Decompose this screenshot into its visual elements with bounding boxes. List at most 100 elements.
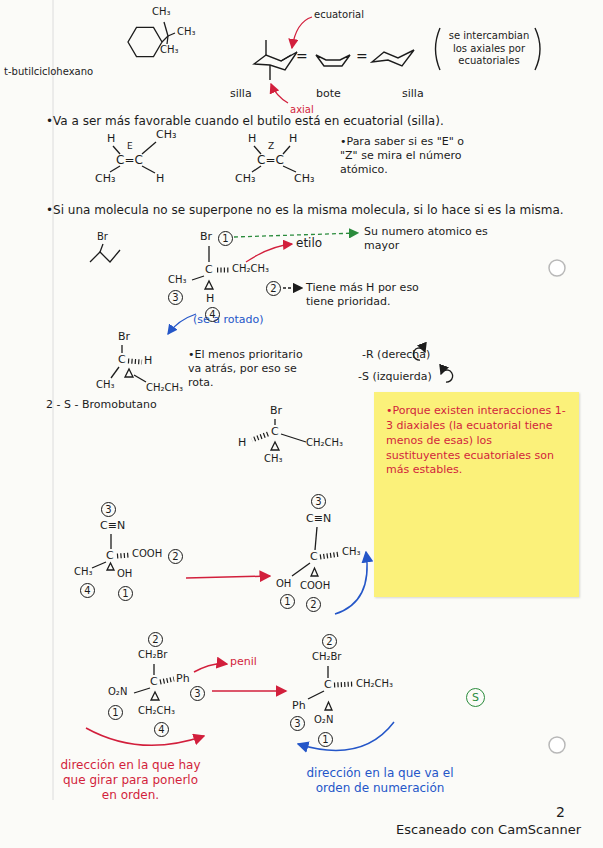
side-note: se intercambian los axiales por ecuatori… (444, 30, 534, 68)
rotation-arrows (212, 690, 286, 692)
priority-circle: 3 (290, 716, 305, 731)
molecule-bonds (125, 369, 133, 377)
atom-label: CH₃ (168, 274, 187, 287)
molecule-bonds (311, 568, 318, 576)
conformer-leaders (271, 84, 288, 103)
molecule-bonds (208, 246, 209, 262)
molecule-bonds (217, 268, 230, 273)
group-name: etilo (296, 236, 322, 251)
atom-label: CH₃ (74, 566, 93, 579)
molecule-bonds (117, 555, 130, 556)
molecule-bonds (292, 563, 310, 576)
molecule-bonds (320, 554, 340, 557)
cyclohexane-structure (128, 27, 162, 56)
sticky-note-text: •Porque existen interacciones 1-3 diaxia… (386, 404, 566, 476)
priority-number: 2 (270, 284, 276, 294)
alkene-bonds (142, 166, 155, 173)
atom-label: CH₃ (160, 44, 179, 57)
atom-label: COOH (132, 548, 162, 561)
priority-circle: 3 (190, 686, 205, 701)
molecule-bonds (281, 434, 306, 442)
molecule-bonds (308, 691, 324, 699)
chair-boat-conformers (269, 65, 270, 80)
alkene-bonds (254, 146, 261, 154)
page-number: 2 (556, 804, 565, 822)
priority-circle: 2 (148, 632, 163, 647)
molecule-bonds (107, 563, 114, 570)
priority-circle: 1 (118, 586, 133, 601)
priority-arrows (441, 370, 453, 382)
priority-number: 3 (105, 505, 111, 515)
scanner-watermark: Escaneado con CamScanner (396, 822, 581, 838)
priority-number: 3 (294, 719, 300, 729)
atom-label: H (156, 172, 164, 186)
molecule-bonds (134, 375, 146, 382)
molecule-bonds (92, 562, 106, 568)
molecule-bonds (325, 702, 332, 710)
atom-label: H (206, 292, 214, 306)
rotation-arrows (194, 664, 227, 672)
molecule-bonds (111, 367, 119, 378)
isomer-letter: E (127, 141, 133, 152)
atom-label: C (150, 675, 158, 689)
molecule-bonds (271, 442, 279, 450)
priority-number: 2 (152, 635, 158, 645)
hole-punch (549, 737, 565, 753)
chair-boat-conformers (281, 55, 291, 61)
bromo-zigzag (100, 244, 103, 252)
priority-number: 4 (158, 725, 164, 735)
alkene-bonds (283, 146, 290, 154)
bromo-zigzag (90, 250, 120, 262)
atom-label: H (248, 132, 256, 146)
rotation-arrows (186, 576, 270, 578)
molecule-bonds (327, 666, 328, 678)
priority-number: 1 (112, 708, 118, 718)
bromo-zigzag (90, 244, 120, 262)
alkene-bonds (283, 166, 296, 172)
priority-circle: 1 (318, 732, 333, 747)
note-text: •El menos prioritario va atrás, por eso … (188, 348, 308, 389)
priority-number: 2 (326, 637, 332, 647)
atom-label: Br (97, 231, 108, 244)
molecule-bonds (252, 434, 268, 440)
alkene-bonds (110, 142, 296, 173)
molecule-bonds (153, 664, 154, 675)
atom-label: Br (200, 230, 212, 244)
atom-label: CH₂CH₃ (306, 437, 343, 450)
position-label: ecuatorial (314, 9, 364, 22)
priority-circle: 3 (101, 502, 116, 517)
chair-boat-conformers (535, 28, 540, 70)
priority-number: 4 (209, 310, 215, 320)
note-text: -R (derecha) (362, 348, 430, 362)
priority-number: 3 (172, 293, 178, 303)
molecule-bonds (160, 679, 174, 682)
rotation-arrows (86, 552, 394, 750)
atom-label: Br (118, 330, 130, 344)
priority-circle: 2 (168, 549, 183, 564)
priority-number: 4 (84, 586, 90, 596)
priority-circle: 2 (306, 597, 321, 612)
atom-label: OH (117, 568, 132, 581)
priority-arrows (168, 314, 196, 334)
priority-circle: 4 (154, 722, 169, 737)
configuration-circle: S (466, 688, 485, 707)
atom-label: CH₃ (235, 172, 255, 186)
sticky-note: •Porque existen interacciones 1-3 diaxia… (374, 392, 579, 597)
note-text: -S (izquierda) (358, 370, 432, 384)
molecule-bonds (92, 246, 354, 710)
note-text: Su numero atomico es mayor (364, 225, 504, 253)
rotation-arrows (335, 552, 367, 614)
note-text: dirección en la que va el orden de numer… (290, 766, 470, 796)
equals-sign: = (356, 48, 368, 66)
priority-number: S (472, 692, 479, 703)
atom-label: C≡N (306, 512, 331, 526)
priority-number: 1 (222, 234, 228, 244)
atom-label: CH₃ (152, 6, 171, 19)
equals-sign: = (296, 48, 308, 66)
atom-label: CH₃ (294, 172, 314, 186)
note-text: Tiene más H por eso tiene prioridad. (306, 281, 431, 309)
priority-number: 2 (172, 552, 178, 562)
molecule-bonds (315, 527, 317, 550)
atom-label: Ph (292, 699, 306, 713)
